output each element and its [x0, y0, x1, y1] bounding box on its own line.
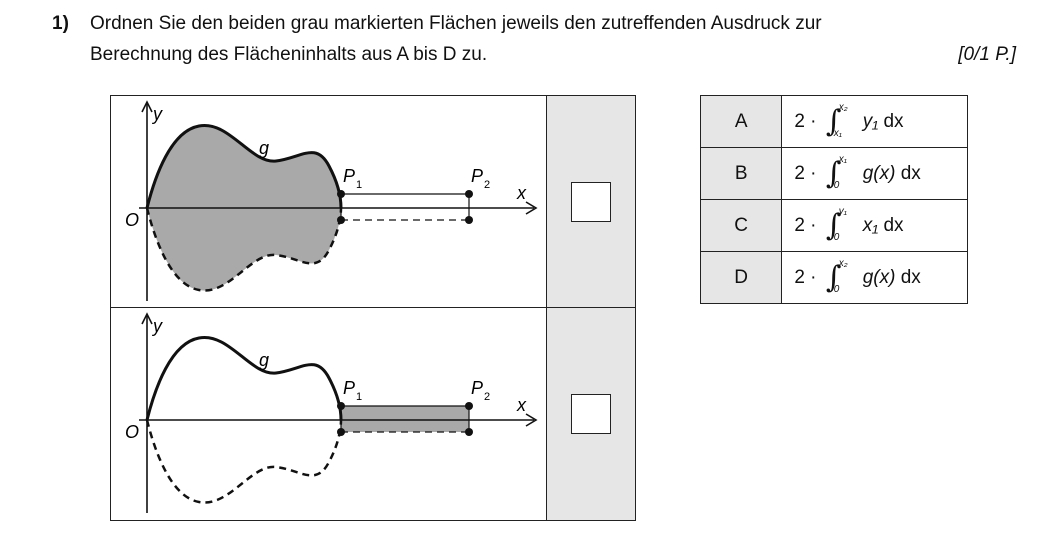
integrand: x₁	[862, 214, 879, 236]
option-coef: 2 ·	[794, 266, 817, 288]
integral-upper: x₂	[838, 257, 848, 269]
label-p2-sub-2: 2	[484, 391, 490, 403]
y-axis-arrow-1	[141, 100, 153, 113]
option-coef: 2 ·	[794, 162, 817, 184]
point-p2-1	[465, 190, 473, 198]
label-y-2: y	[151, 316, 163, 336]
curve-mirror-1	[145, 207, 343, 292]
differential: dx	[900, 266, 921, 288]
answer-box-1[interactable]	[571, 182, 611, 222]
label-x-2: x	[516, 395, 527, 415]
answer-cell-1	[546, 95, 636, 308]
option-letter: A	[699, 95, 783, 148]
label-x-1: x	[516, 183, 527, 203]
integrand: g(x)	[862, 162, 896, 184]
option-letter: C	[699, 199, 783, 252]
task-text-line1: Ordnen Sie den beiden grau markierten Fl…	[90, 13, 822, 34]
label-p2-2: P	[471, 378, 483, 398]
graph-1-svg: y x O g P 1 P 2	[125, 100, 538, 301]
graph-row-2: y x O g P 1 P 2	[110, 308, 636, 521]
curve-mirror-2	[145, 419, 343, 504]
integral-lower: 0	[833, 179, 840, 191]
point-p1-mirror-1	[337, 216, 345, 224]
option-letter: D	[699, 251, 783, 304]
differential: dx	[900, 162, 921, 184]
label-p1-sub-1: 1	[356, 179, 362, 191]
answer-box-2[interactable]	[571, 394, 611, 434]
label-g-1: g	[259, 138, 269, 158]
label-y-1: y	[151, 104, 163, 124]
curve-g-2	[145, 336, 343, 421]
y-axis-arrow-2	[141, 312, 153, 325]
integral-lower: 0	[833, 283, 840, 295]
answer-cell-2	[546, 308, 636, 521]
label-p2-sub-1: 2	[484, 179, 490, 191]
point-p1-1	[337, 190, 345, 198]
label-p1-2: P	[343, 378, 355, 398]
label-origin-1: O	[125, 210, 139, 230]
graph-cell-2: y x O g P 1 P 2	[110, 308, 547, 521]
point-p2-mirror-1	[465, 216, 473, 224]
differential: dx	[883, 214, 904, 236]
integral-lower: 0	[833, 231, 840, 243]
point-p1-mirror-2	[337, 428, 345, 436]
integrand: y₁	[862, 110, 879, 132]
x-axis-arrow-2	[525, 413, 538, 427]
label-origin-2: O	[125, 422, 139, 442]
graph-row-1: y x O g P 1 P 2	[110, 95, 636, 308]
integral-upper: x₁	[838, 153, 847, 165]
label-p1-1: P	[343, 166, 355, 186]
label-p2-1: P	[471, 166, 483, 186]
point-p2-2	[465, 402, 473, 410]
graph-2-svg: y x O g P 1 P 2	[125, 312, 538, 513]
integral-upper: y₁	[838, 205, 847, 217]
differential: dx	[883, 110, 904, 132]
integrand: g(x)	[862, 266, 896, 288]
task-number: 1)	[52, 13, 69, 34]
point-p1-2	[337, 402, 345, 410]
graph-cell-1: y x O g P 1 P 2	[110, 95, 547, 308]
graph-assignment-table: y x O g P 1 P 2	[110, 95, 636, 521]
integral-upper: x₂	[838, 101, 848, 113]
point-p2-mirror-2	[465, 428, 473, 436]
label-g-2: g	[259, 350, 269, 370]
integral-lower: x₁	[833, 127, 842, 139]
shaded-area-2	[341, 406, 469, 432]
option-letter: B	[699, 147, 783, 200]
task-points: [0/1 P.]	[958, 44, 1016, 65]
option-coef: 2 ·	[794, 214, 817, 236]
label-p1-sub-2: 1	[356, 391, 362, 403]
task-text-line2: Berechnung des Flächeninhalts aus A bis …	[90, 44, 488, 65]
x-axis-arrow-1	[525, 201, 538, 215]
option-coef: 2 ·	[794, 110, 817, 132]
curve-g-1	[145, 124, 343, 209]
